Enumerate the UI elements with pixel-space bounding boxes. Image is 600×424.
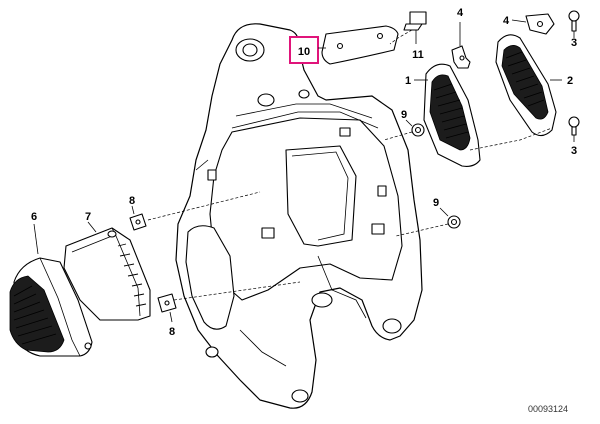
alignment-line-right — [469, 127, 553, 151]
part-6-grille-shell[interactable] — [9, 257, 93, 357]
part-9-nut-lower[interactable] — [447, 215, 461, 229]
part-10-cover[interactable] — [321, 25, 399, 65]
drawing-code: 00093124 — [528, 404, 568, 414]
part-7-duct[interactable] — [63, 227, 151, 321]
part-4-clip-left[interactable] — [451, 45, 471, 69]
part-11-bolt[interactable] — [389, 11, 427, 45]
callout-3-mid[interactable]: 3 — [571, 145, 577, 157]
callout-1[interactable]: 1 — [405, 75, 411, 87]
callout-9-upper[interactable]: 9 — [401, 109, 407, 121]
callout-4-left[interactable]: 4 — [457, 7, 464, 19]
callout-11[interactable]: 11 — [412, 49, 424, 61]
alignment-line-upper — [147, 191, 261, 221]
part-3-screw-top[interactable] — [568, 10, 580, 32]
part-2-grille[interactable] — [495, 34, 557, 137]
callout-8-lower[interactable]: 8 — [169, 326, 175, 338]
callout-2[interactable]: 2 — [567, 75, 573, 87]
callout-10[interactable]: 10 — [289, 36, 326, 64]
callout-4-right[interactable]: 4 — [503, 15, 510, 27]
callout-9-lower[interactable]: 9 — [433, 197, 439, 209]
part-4-clip-right[interactable] — [525, 13, 555, 35]
part-1-grille[interactable] — [423, 63, 481, 167]
main-frame — [175, 23, 423, 409]
callout-7[interactable]: 7 — [85, 211, 91, 223]
callout-6[interactable]: 6 — [31, 211, 37, 223]
callout-3-top[interactable]: 3 — [571, 37, 577, 49]
alignment-line-lower — [173, 281, 301, 301]
part-8-clip-upper[interactable] — [129, 213, 147, 231]
part-9-nut-upper[interactable] — [411, 123, 425, 137]
part-8-clip-lower[interactable] — [157, 293, 177, 313]
callout-8-upper[interactable]: 8 — [129, 195, 135, 207]
part-3-screw-mid[interactable] — [568, 116, 580, 136]
svg-text:10: 10 — [298, 46, 310, 58]
